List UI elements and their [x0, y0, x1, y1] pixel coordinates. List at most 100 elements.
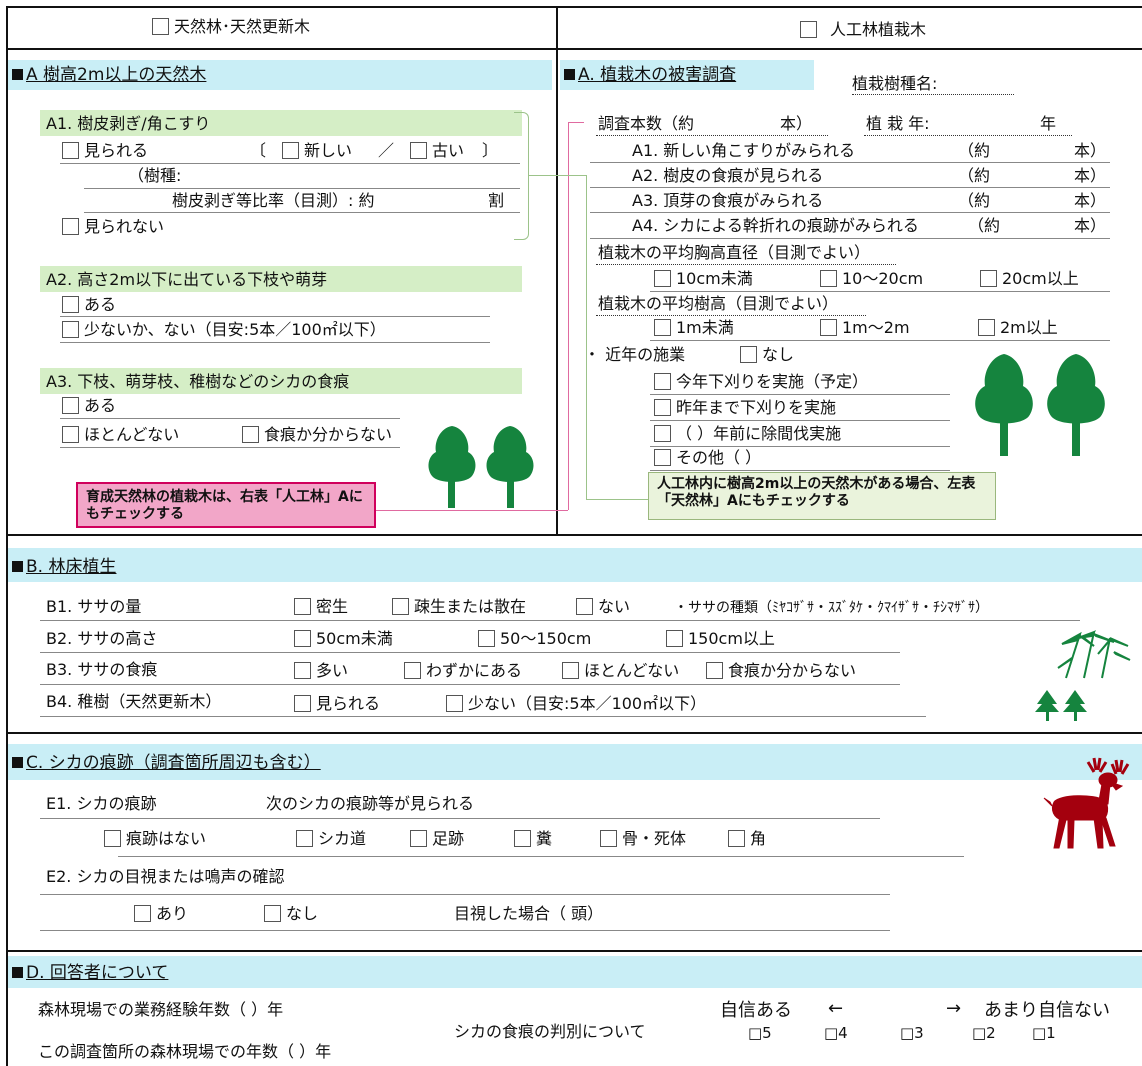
- a3-opt3-checkbox[interactable]: [242, 426, 259, 443]
- b2-opt-checkbox[interactable]: [294, 630, 311, 647]
- b3-opt-checkbox[interactable]: [706, 662, 723, 679]
- height-opt-checkbox[interactable]: [654, 319, 671, 336]
- dbh-opt: 10cm未満: [654, 269, 753, 289]
- e1-opt-checkbox[interactable]: [514, 830, 531, 847]
- b2-opt: 150cm以上: [666, 629, 775, 649]
- a2-opt1-checkbox[interactable]: [62, 296, 79, 313]
- a1-not-seen-checkbox[interactable]: [62, 218, 79, 235]
- damage-item-pre: （約: [958, 141, 991, 160]
- height-opt-checkbox[interactable]: [978, 319, 995, 336]
- rule: [40, 818, 880, 819]
- rule: [650, 340, 1110, 341]
- a1-seen-checkbox[interactable]: [62, 142, 79, 159]
- rule: [40, 684, 900, 685]
- confidence-option[interactable]: □2: [972, 1024, 996, 1042]
- a3-label: A3. 下枝、萌芽枝、稚樹などのシカの食痕: [46, 372, 350, 391]
- section-b-border: [6, 534, 1142, 536]
- recent-opt: 今年下刈りを実施（予定）: [654, 372, 868, 392]
- b1-opt-checkbox[interactable]: [392, 598, 409, 615]
- dbh-opt: 20cm以上: [980, 269, 1079, 289]
- section-a-right-band: [560, 60, 814, 90]
- damage-item-pre: （約: [958, 191, 991, 210]
- rule: [590, 162, 1110, 163]
- confidence-option[interactable]: □1: [1032, 1024, 1056, 1042]
- e2-opt-checkbox[interactable]: [264, 905, 281, 922]
- header-divider: [6, 48, 1142, 50]
- plantation-label: 人工林植栽木: [830, 20, 927, 39]
- e1-opt-checkbox[interactable]: [600, 830, 617, 847]
- section-a-left-band: [8, 60, 552, 90]
- rule: [60, 316, 490, 317]
- b2-opt-checkbox[interactable]: [478, 630, 495, 647]
- a3-opt3: 食痕か分からない: [242, 425, 392, 445]
- b4-opt-checkbox[interactable]: [446, 695, 463, 712]
- dbh-opt-checkbox[interactable]: [820, 270, 837, 287]
- damage-item-pre: （約: [968, 216, 1001, 235]
- confidence-option[interactable]: □5: [748, 1024, 772, 1042]
- damage-item-unit: 本）: [1074, 191, 1107, 210]
- sapling-icon: [1035, 690, 1087, 721]
- recent-none-checkbox[interactable]: [740, 346, 757, 363]
- dbh-opt: 10～20cm: [820, 269, 923, 289]
- a3-opt1: ある: [62, 396, 116, 416]
- a1-new-checkbox[interactable]: [282, 142, 299, 159]
- e2-opt-checkbox[interactable]: [134, 905, 151, 922]
- rule: [40, 716, 926, 717]
- b1-opt-checkbox[interactable]: [576, 598, 593, 615]
- dbh-label: 植栽木の平均胸高直径（目測でよい）: [598, 243, 871, 262]
- dbh-opt-checkbox[interactable]: [980, 270, 997, 287]
- section-d-border: [6, 950, 1142, 952]
- b2-opt-checkbox[interactable]: [666, 630, 683, 647]
- a1-not-seen: 見られない: [62, 217, 164, 237]
- rule: [40, 620, 1080, 621]
- recent-opt-checkbox[interactable]: [654, 373, 671, 390]
- b3-opt: 食痕か分からない: [706, 661, 856, 681]
- a2-opt2-checkbox[interactable]: [62, 321, 79, 338]
- section-d-band: [8, 956, 1142, 988]
- a3-opt2-checkbox[interactable]: [62, 426, 79, 443]
- green-note: 人工林内に樹高2m以上の天然木がある場合、左表「天然林」Aにもチェックする: [648, 472, 996, 520]
- dbh-opt-checkbox[interactable]: [654, 270, 671, 287]
- a1-ratio-unit: 割: [488, 191, 505, 210]
- rule: [40, 652, 900, 653]
- confidence-option[interactable]: □3: [900, 1024, 924, 1042]
- confidence-option[interactable]: □4: [824, 1024, 848, 1042]
- recent-opt-checkbox[interactable]: [654, 449, 671, 466]
- height-opt: 1m～2m: [820, 318, 910, 338]
- damage-item-label: A1. 新しい角こすりがみられる: [632, 141, 855, 160]
- natural-forest-checkbox[interactable]: [152, 18, 169, 35]
- plantation-checkbox[interactable]: [800, 21, 817, 38]
- a3-opt1-checkbox[interactable]: [62, 397, 79, 414]
- b4-opt: 少ない（目安:5本／100㎡以下）: [446, 694, 706, 714]
- rule: [60, 342, 490, 343]
- e1-opt-checkbox[interactable]: [296, 830, 313, 847]
- b1-opt-checkbox[interactable]: [294, 598, 311, 615]
- rule: [650, 470, 950, 471]
- b4-opt-checkbox[interactable]: [294, 695, 311, 712]
- b3-opt-checkbox[interactable]: [294, 662, 311, 679]
- b3-opt-checkbox[interactable]: [404, 662, 421, 679]
- a1-old-checkbox[interactable]: [410, 142, 427, 159]
- recent-opt-checkbox[interactable]: [654, 399, 671, 416]
- rule: [60, 163, 520, 164]
- year-underline: [864, 135, 1072, 136]
- a2-band: [40, 266, 522, 292]
- judge-label: シカの食痕の判別について: [454, 1022, 646, 1041]
- section-c-border: [6, 732, 1142, 734]
- recent-opt-checkbox[interactable]: [654, 425, 671, 442]
- e1-opt-checkbox[interactable]: [728, 830, 745, 847]
- height-opt-checkbox[interactable]: [820, 319, 837, 336]
- a1-slash: ／: [378, 141, 395, 160]
- tree-icon: [975, 354, 1105, 456]
- e1-opt-checkbox[interactable]: [104, 830, 121, 847]
- green-connector-v: [586, 175, 587, 499]
- rule: [40, 930, 890, 931]
- b3-opt-checkbox[interactable]: [562, 662, 579, 679]
- e1-opt-checkbox[interactable]: [410, 830, 427, 847]
- damage-item-pre: （約: [958, 166, 991, 185]
- section-b-title: B. 林床植生: [12, 556, 116, 578]
- rule: [590, 187, 1110, 188]
- rule: [60, 447, 400, 448]
- rule: [650, 291, 1110, 292]
- damage-item-unit: 本）: [1074, 141, 1107, 160]
